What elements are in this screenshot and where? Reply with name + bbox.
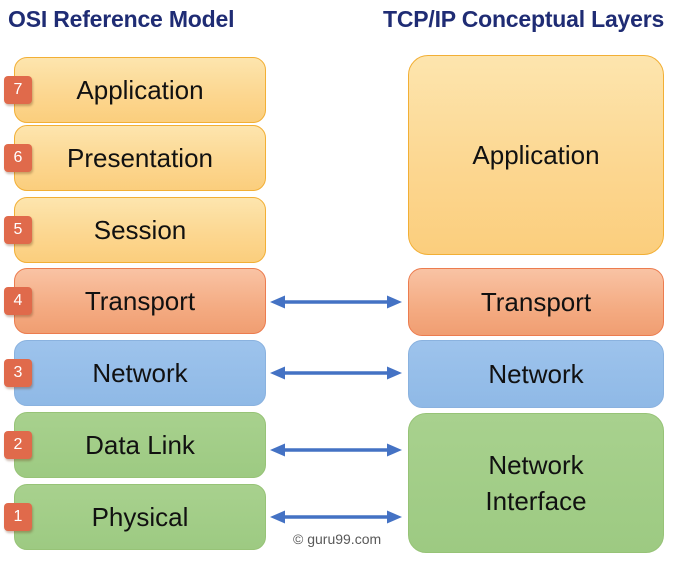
osi-layer-physical: 1 Physical [4,484,268,550]
osi-layer-number-badge: 1 [4,503,32,531]
osi-layer-transport: 4 Transport [4,268,268,334]
osi-layer-label: Application [76,74,204,105]
osi-layer-box: Data Link [14,412,266,478]
tcpip-column-title: TCP/IP Conceptual Layers [383,6,665,32]
osi-layer-box: Application [14,57,266,123]
double-arrow-icon [270,510,402,524]
bidirectional-arrow-data-link [270,442,402,458]
tcpip-layer-application: Application [408,55,664,255]
double-arrow-icon [270,295,402,309]
osi-layer-box: Network [14,340,266,406]
osi-layer-number-badge: 7 [4,76,32,104]
osi-layer-number-badge: 3 [4,359,32,387]
double-arrow-icon [270,366,402,380]
osi-column-title: OSI Reference Model [8,6,235,32]
bidirectional-arrow-network [270,365,402,381]
osi-layer-number-badge: 6 [4,144,32,172]
osi-layer-label: Transport [84,285,196,316]
tcpip-layer-label: Network [488,359,584,389]
osi-layer-number-badge: 5 [4,216,32,244]
osi-layer-network: 3 Network [4,340,268,406]
tcpip-layer-label: Transport [480,287,592,317]
osi-layer-data-link: 2 Data Link [4,412,268,478]
tcpip-layer-network: Network [408,340,664,408]
double-arrow-icon [270,443,402,457]
bidirectional-arrow-transport [270,294,402,310]
osi-layer-label: Data Link [85,429,195,460]
osi-layer-number-badge: 4 [4,287,32,315]
osi-layer-box: Transport [14,268,266,334]
osi-layer-label: Network [92,357,188,388]
osi-layer-number-badge: 2 [4,431,32,459]
tcpip-layer-network-interface: Network Interface [408,413,664,553]
osi-layer-box: Presentation [14,125,266,191]
osi-layer-session: 5 Session [4,197,268,263]
osi-layer-label: Presentation [67,142,213,173]
tcpip-layer-transport: Transport [408,268,664,336]
osi-layer-presentation: 6 Presentation [4,125,268,191]
osi-layer-application: 7 Application [4,57,268,123]
tcpip-layer-label: Network Interface [485,450,587,516]
osi-layer-label: Physical [91,501,189,532]
watermark: © guru99.com [293,531,382,547]
osi-layer-label: Session [93,214,187,245]
bidirectional-arrow-physical [270,509,402,525]
osi-layer-box: Session [14,197,266,263]
tcpip-layer-label: Application [472,140,600,170]
osi-layer-box: Physical [14,484,266,550]
